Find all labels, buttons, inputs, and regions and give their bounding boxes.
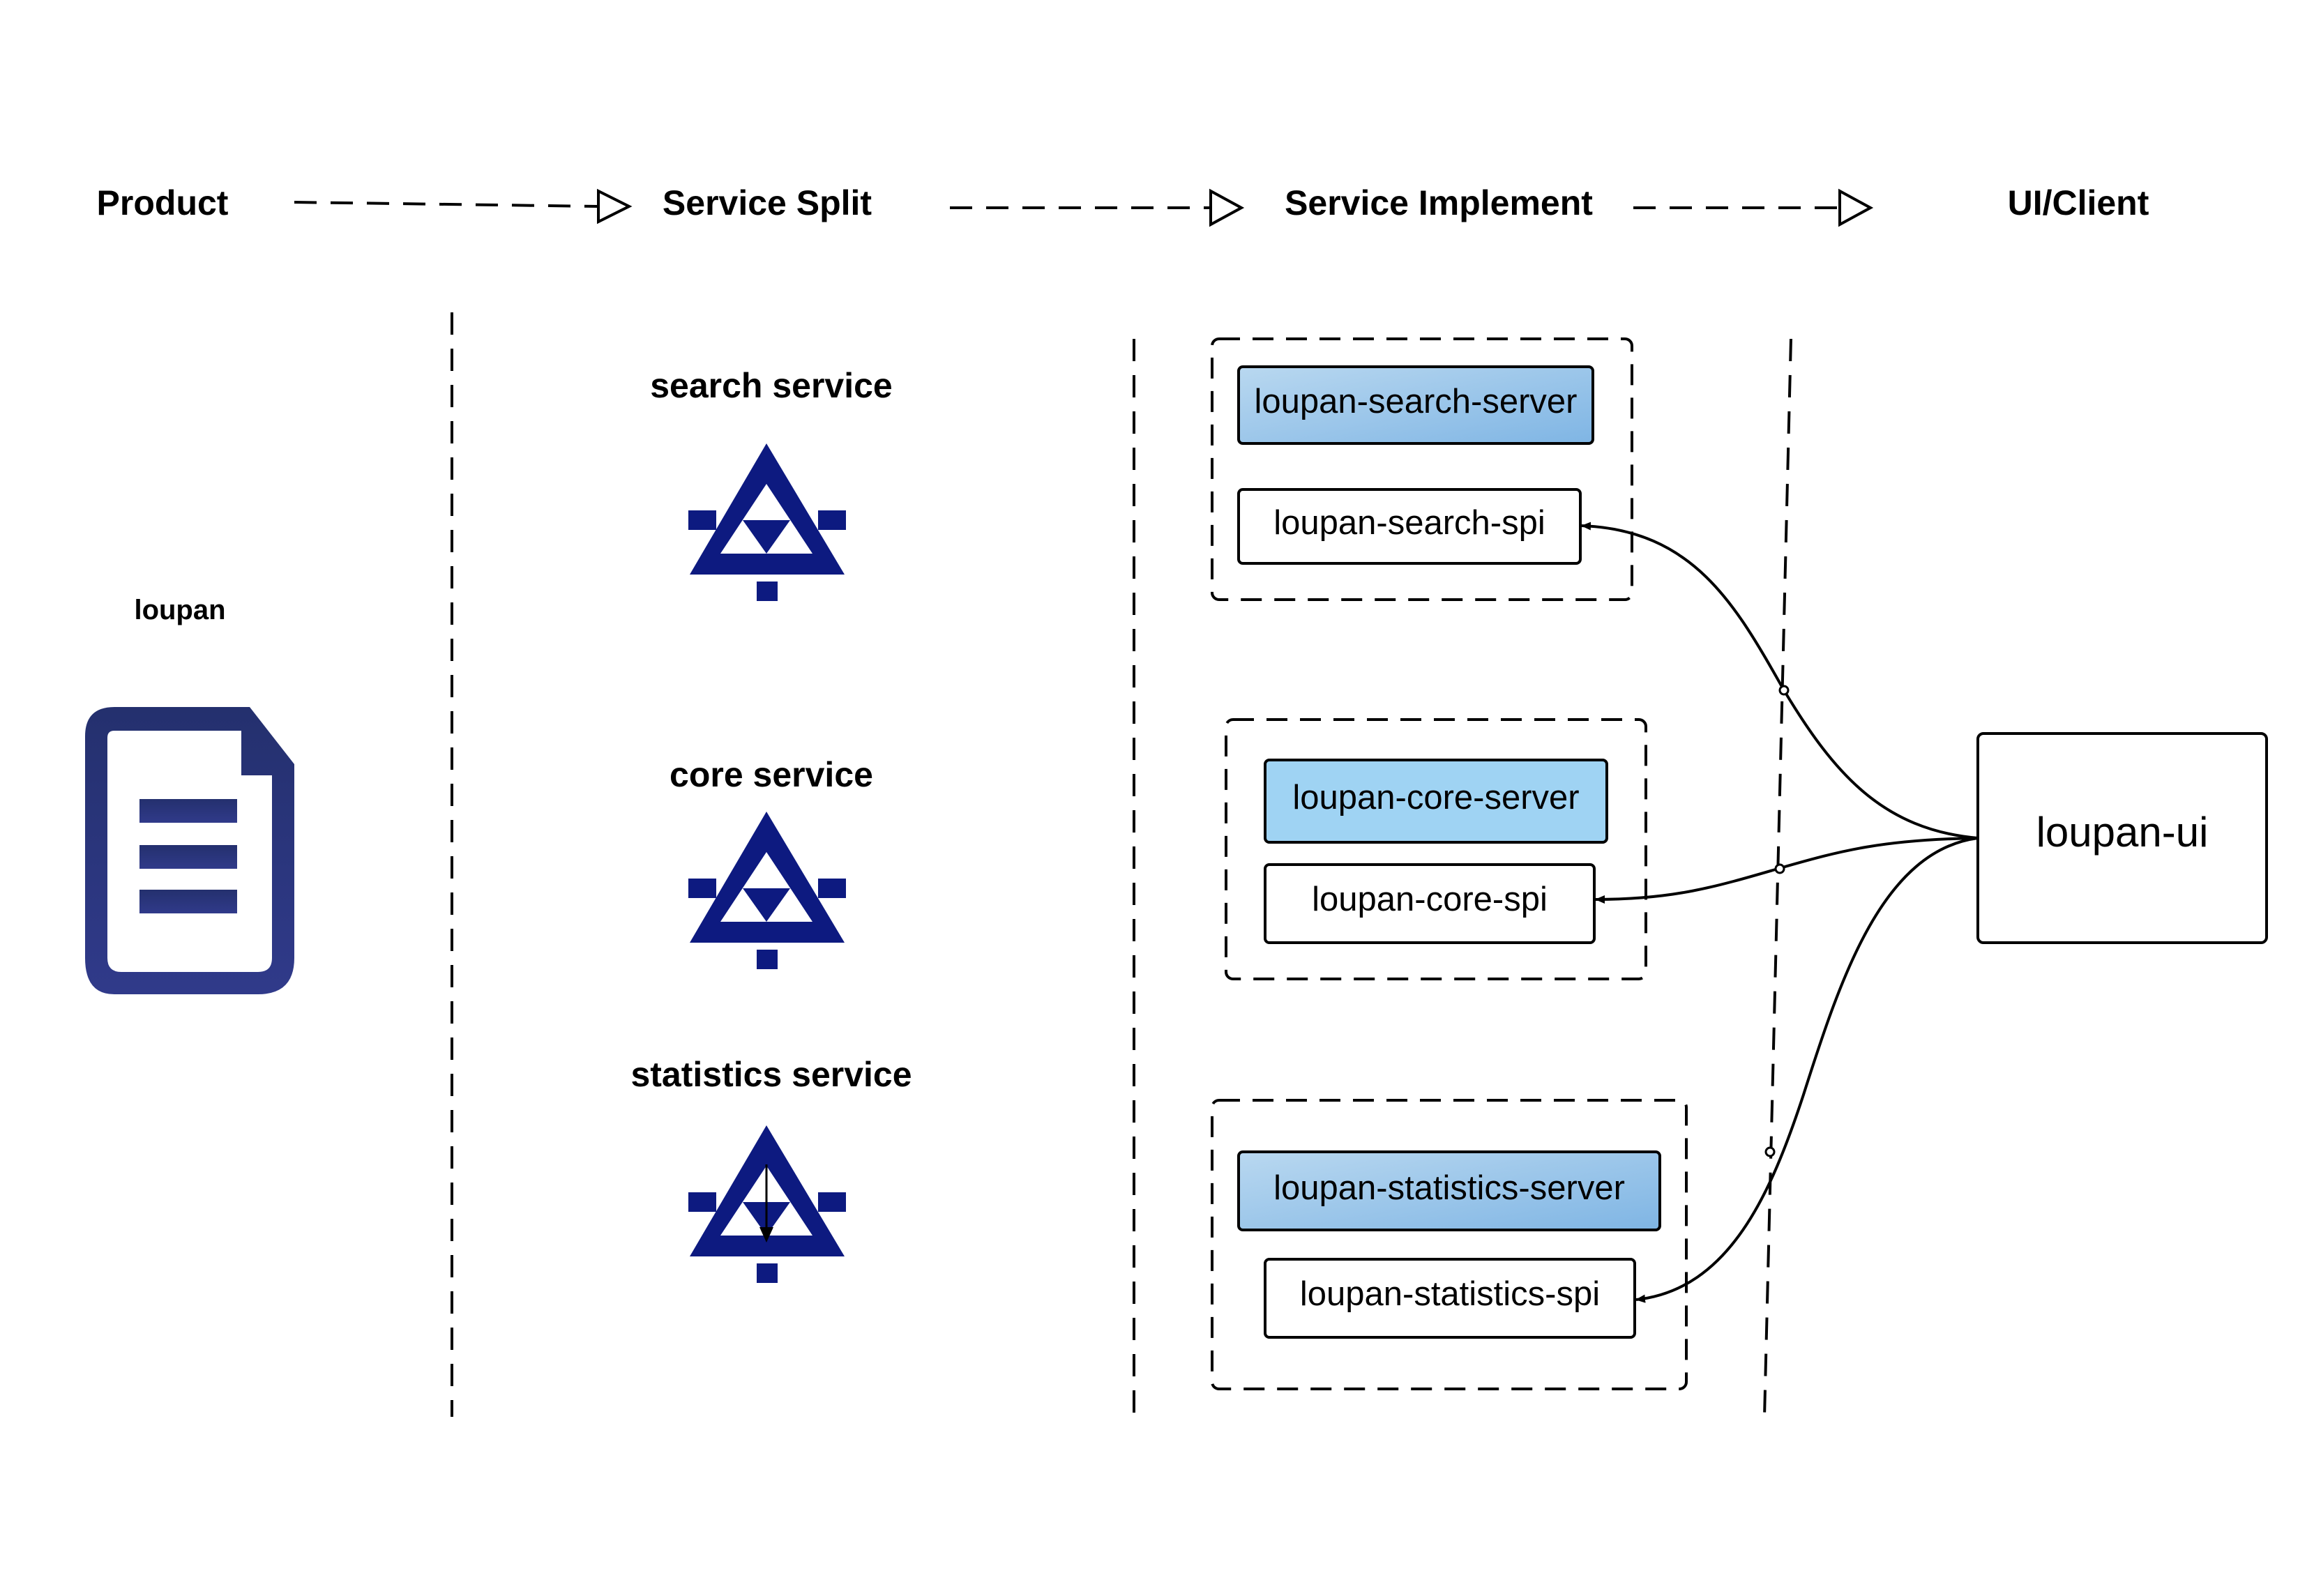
service-tree-icon (688, 812, 846, 969)
server-module-statistics-label: loupan-statistics-server (1273, 1169, 1625, 1207)
server-module-core-label: loupan-core-server (1292, 779, 1579, 816)
flow-arrow-split-to-implement (950, 188, 1245, 227)
client-box-loupan-ui: loupan-ui (1976, 732, 2268, 944)
spi-module-search: loupan-search-spi (1237, 488, 1582, 565)
connector-ui-to-core-spi (1595, 837, 1979, 904)
connector-hop-search (1778, 685, 1790, 696)
product-name: loupan (134, 595, 225, 625)
service-label-search: search service (650, 366, 893, 405)
stage-label-ui-client: UI/Client (2008, 183, 2149, 222)
service-tree-icon (688, 1125, 846, 1283)
service-label-statistics: statistics service (630, 1055, 912, 1094)
document-icon (85, 707, 294, 994)
server-module-core: loupan-core-server (1264, 759, 1608, 844)
client-label: loupan-ui (2036, 809, 2209, 856)
connector-hop-core (1774, 863, 1785, 874)
stage-label-service-implement: Service Implement (1285, 183, 1593, 222)
server-module-search-label: loupan-search-server (1255, 383, 1578, 420)
spi-module-statistics: loupan-statistics-spi (1264, 1258, 1636, 1339)
service-label-core: core service (670, 755, 873, 794)
spi-module-statistics-label: loupan-statistics-spi (1300, 1275, 1600, 1313)
spi-module-search-label: loupan-search-spi (1273, 504, 1545, 542)
flow-arrow-implement-to-client (1633, 188, 1874, 227)
stage-label-service-split: Service Split (663, 183, 872, 222)
flow-arrow-product-to-split (294, 188, 633, 225)
module-group-search (1211, 337, 1633, 601)
spi-module-core: loupan-core-spi (1264, 863, 1596, 944)
connector-ui-to-statistics-spi (1635, 837, 1979, 1303)
column-divider-3 (1763, 338, 1792, 1418)
module-group-statistics (1211, 1099, 1688, 1390)
stage-label-product: Product (97, 183, 229, 222)
server-module-statistics: loupan-statistics-server (1237, 1150, 1661, 1231)
service-tree-icon (688, 443, 846, 601)
server-module-search: loupan-search-server (1237, 365, 1594, 445)
module-group-core (1225, 718, 1647, 980)
connector-hop-statistics (1764, 1146, 1776, 1157)
spi-module-core-label: loupan-core-spi (1312, 881, 1548, 918)
